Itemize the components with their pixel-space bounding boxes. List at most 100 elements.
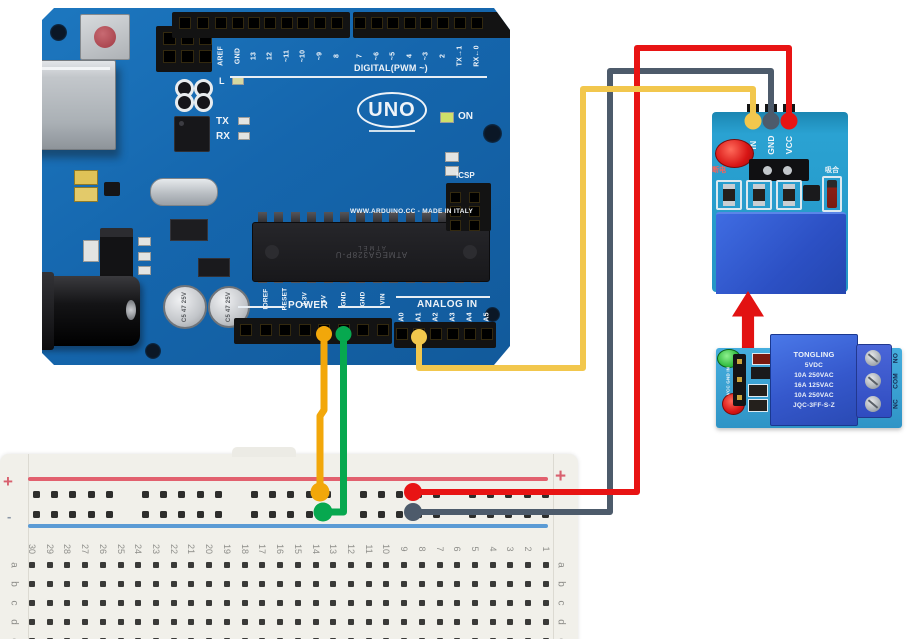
rail-hole [360,511,367,518]
grid-hole [454,619,461,625]
grid-hole [117,562,124,568]
row-letter: d [8,619,20,625]
jp2-pad [175,93,194,112]
grid-hole [277,581,284,587]
power-silkscreen-line [338,306,390,308]
terminal-label: NO [892,352,900,364]
usb-connector [42,60,116,150]
relay-green-led-label: 吸合 [825,167,839,174]
grid-hole [542,619,549,625]
digital-pin-label: 8 [333,53,341,59]
grid-hole [436,600,443,606]
rx-led-smd [238,132,250,140]
grid-hole [418,619,425,625]
grid-hole [454,581,461,587]
smd-transistor [104,182,120,196]
grid-hole [525,600,532,606]
grid-hole [135,581,142,587]
digital-pin-label: TX→1 [456,45,464,67]
grid-hole [117,619,124,625]
grid-hole [277,562,284,568]
tx-led-smd [238,117,250,125]
grid-hole [223,619,230,625]
grid-hole [117,581,124,587]
digital-pin [454,17,466,29]
grid-hole [188,600,195,606]
photo-smd [748,384,768,397]
digital-pin-label: 2 [439,53,447,59]
rail-hole [160,511,168,518]
digital-pin [471,17,483,29]
mcu-leg [274,212,284,223]
grid-hole [153,619,160,625]
row-letter: a [8,562,20,568]
grid-hole [170,562,177,568]
grid-hole [223,562,230,568]
rail-hole [287,491,295,498]
grid-hole [135,600,142,606]
grid-hole [489,562,496,568]
terminal-screw [865,373,881,389]
smd-led-yellow [74,170,98,185]
relay-marking-line: TONGLING [793,350,835,360]
grid-hole [312,581,319,587]
l-led-label: L [219,76,225,86]
column-number: 6 [452,546,463,552]
rail-hole [414,511,422,518]
grid-hole [46,600,53,606]
grid-hole [170,619,177,625]
column-number: 28 [62,543,73,555]
grid-hole [46,562,53,568]
relay-cube [716,212,846,294]
power-pin [337,324,350,336]
grid-hole [29,562,35,568]
mount-hole [483,124,502,143]
diode [822,176,842,212]
smd-resistor [445,152,459,162]
capacitor-label: C5 47 25V [226,291,232,323]
analog-pin-label: A4 [466,312,474,322]
mcu-leg [307,212,317,223]
power-pin-label: VIN [379,293,386,305]
grid-hole [259,619,266,625]
grid-hole [347,562,354,568]
row-letter: b [555,581,567,587]
rail-hole [87,511,95,518]
grid-hole [206,600,213,606]
breadboard-seam-right [553,454,554,639]
breadboard-minus-left: - [7,509,12,524]
terminal-label: COM [892,373,900,389]
icsp-pin [450,192,461,203]
power-pin [376,324,389,336]
digital-pin [215,17,227,29]
grid-hole [82,600,89,606]
rail-hole [178,511,186,518]
grid-hole [82,562,89,568]
grid-hole [365,562,372,568]
grid-hole [472,600,478,606]
icsp-pin [163,50,176,63]
digital-pin [437,17,449,29]
power-silkscreen-line [238,306,284,308]
relay-marking-line: 16A 125VAC [794,381,834,389]
relay-marking-line: 10A 250VAC [794,371,834,379]
rail-hole [523,511,531,518]
grid-hole [99,600,106,606]
grid-hole [64,600,71,606]
column-number: 25 [115,543,126,555]
rail-hole [469,511,476,518]
grid-hole [29,600,35,606]
grid-hole [294,562,301,568]
grid-hole [507,600,514,606]
rail-hole [160,491,168,498]
rail-hole [287,511,295,518]
column-number: 1 [540,546,551,552]
breadboard-interlock-tab [232,447,296,457]
digital-pin [420,17,432,29]
column-number: 27 [80,543,91,555]
analog-pin-label: A3 [449,312,457,322]
rail-hole [541,491,549,498]
grid-hole [312,600,319,606]
